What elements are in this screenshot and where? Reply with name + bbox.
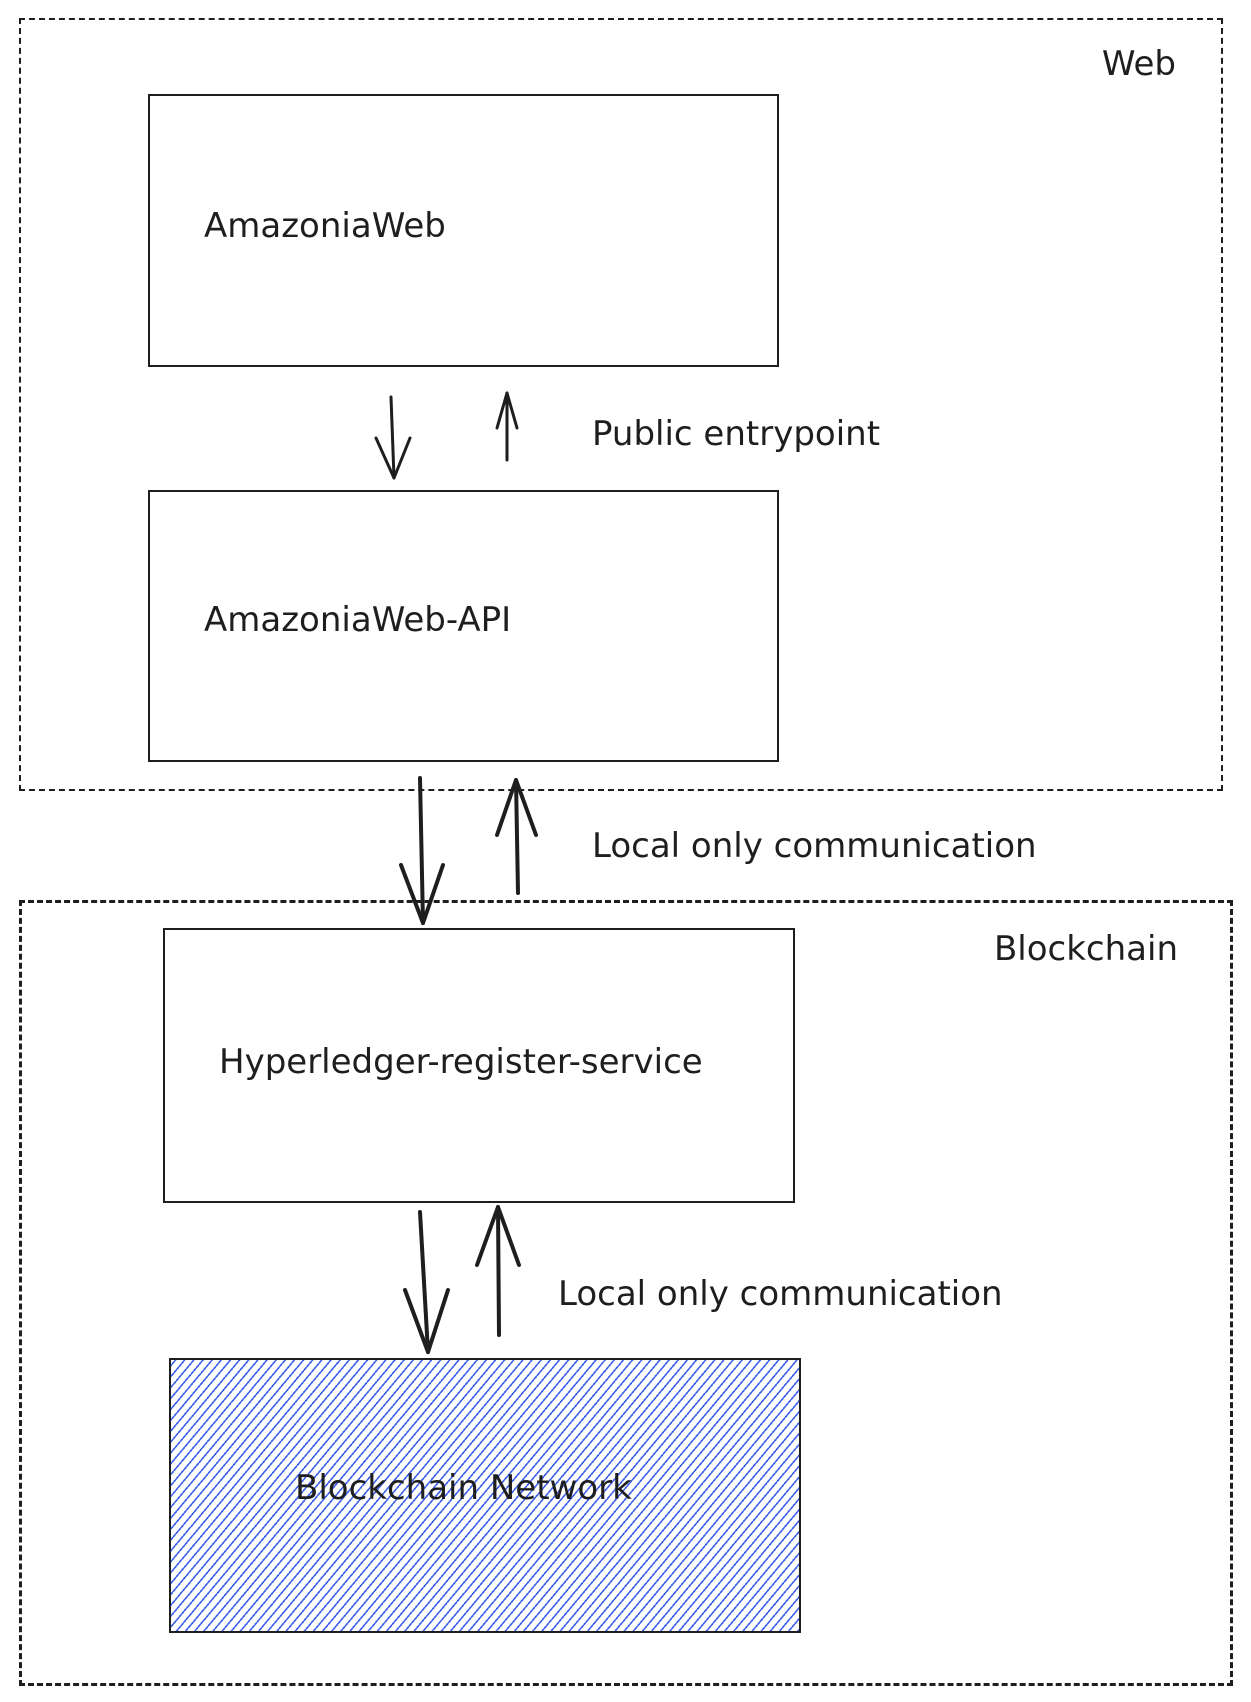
blockchain-zone-title: Blockchain xyxy=(993,929,1178,969)
amazoniaweb-api-label: AmazoniaWeb-API xyxy=(204,600,512,640)
amazoniaweb-label: AmazoniaWeb xyxy=(204,206,446,246)
web-zone-title: Web xyxy=(1101,44,1176,84)
arrow-web-to-api xyxy=(374,395,412,480)
arrow-api-to-hyperledger xyxy=(399,776,445,925)
arrow-network-to-hyperledger xyxy=(475,1205,521,1337)
arrow-hyperledger-to-api xyxy=(495,778,538,895)
public-entrypoint-note: Public entrypoint xyxy=(592,414,881,454)
amazoniaweb-api-box: AmazoniaWeb-API xyxy=(148,490,779,762)
arrow-api-to-web xyxy=(495,391,519,462)
hyperledger-service-label: Hyperledger-register-service xyxy=(219,1042,703,1082)
blockchain-network-box: Blockchain Network xyxy=(169,1358,801,1633)
blockchain-zone: Blockchain xyxy=(19,900,1233,1686)
amazoniaweb-box: AmazoniaWeb xyxy=(148,94,779,367)
arrow-hyperledger-to-network xyxy=(403,1210,450,1354)
local-communication-note-1: Local only communication xyxy=(592,826,1037,866)
blockchain-network-label: Blockchain Network xyxy=(295,1468,632,1508)
hyperledger-service-box: Hyperledger-register-service xyxy=(163,928,795,1203)
local-communication-note-2: Local only communication xyxy=(558,1274,1003,1314)
web-zone: Web xyxy=(19,18,1223,791)
